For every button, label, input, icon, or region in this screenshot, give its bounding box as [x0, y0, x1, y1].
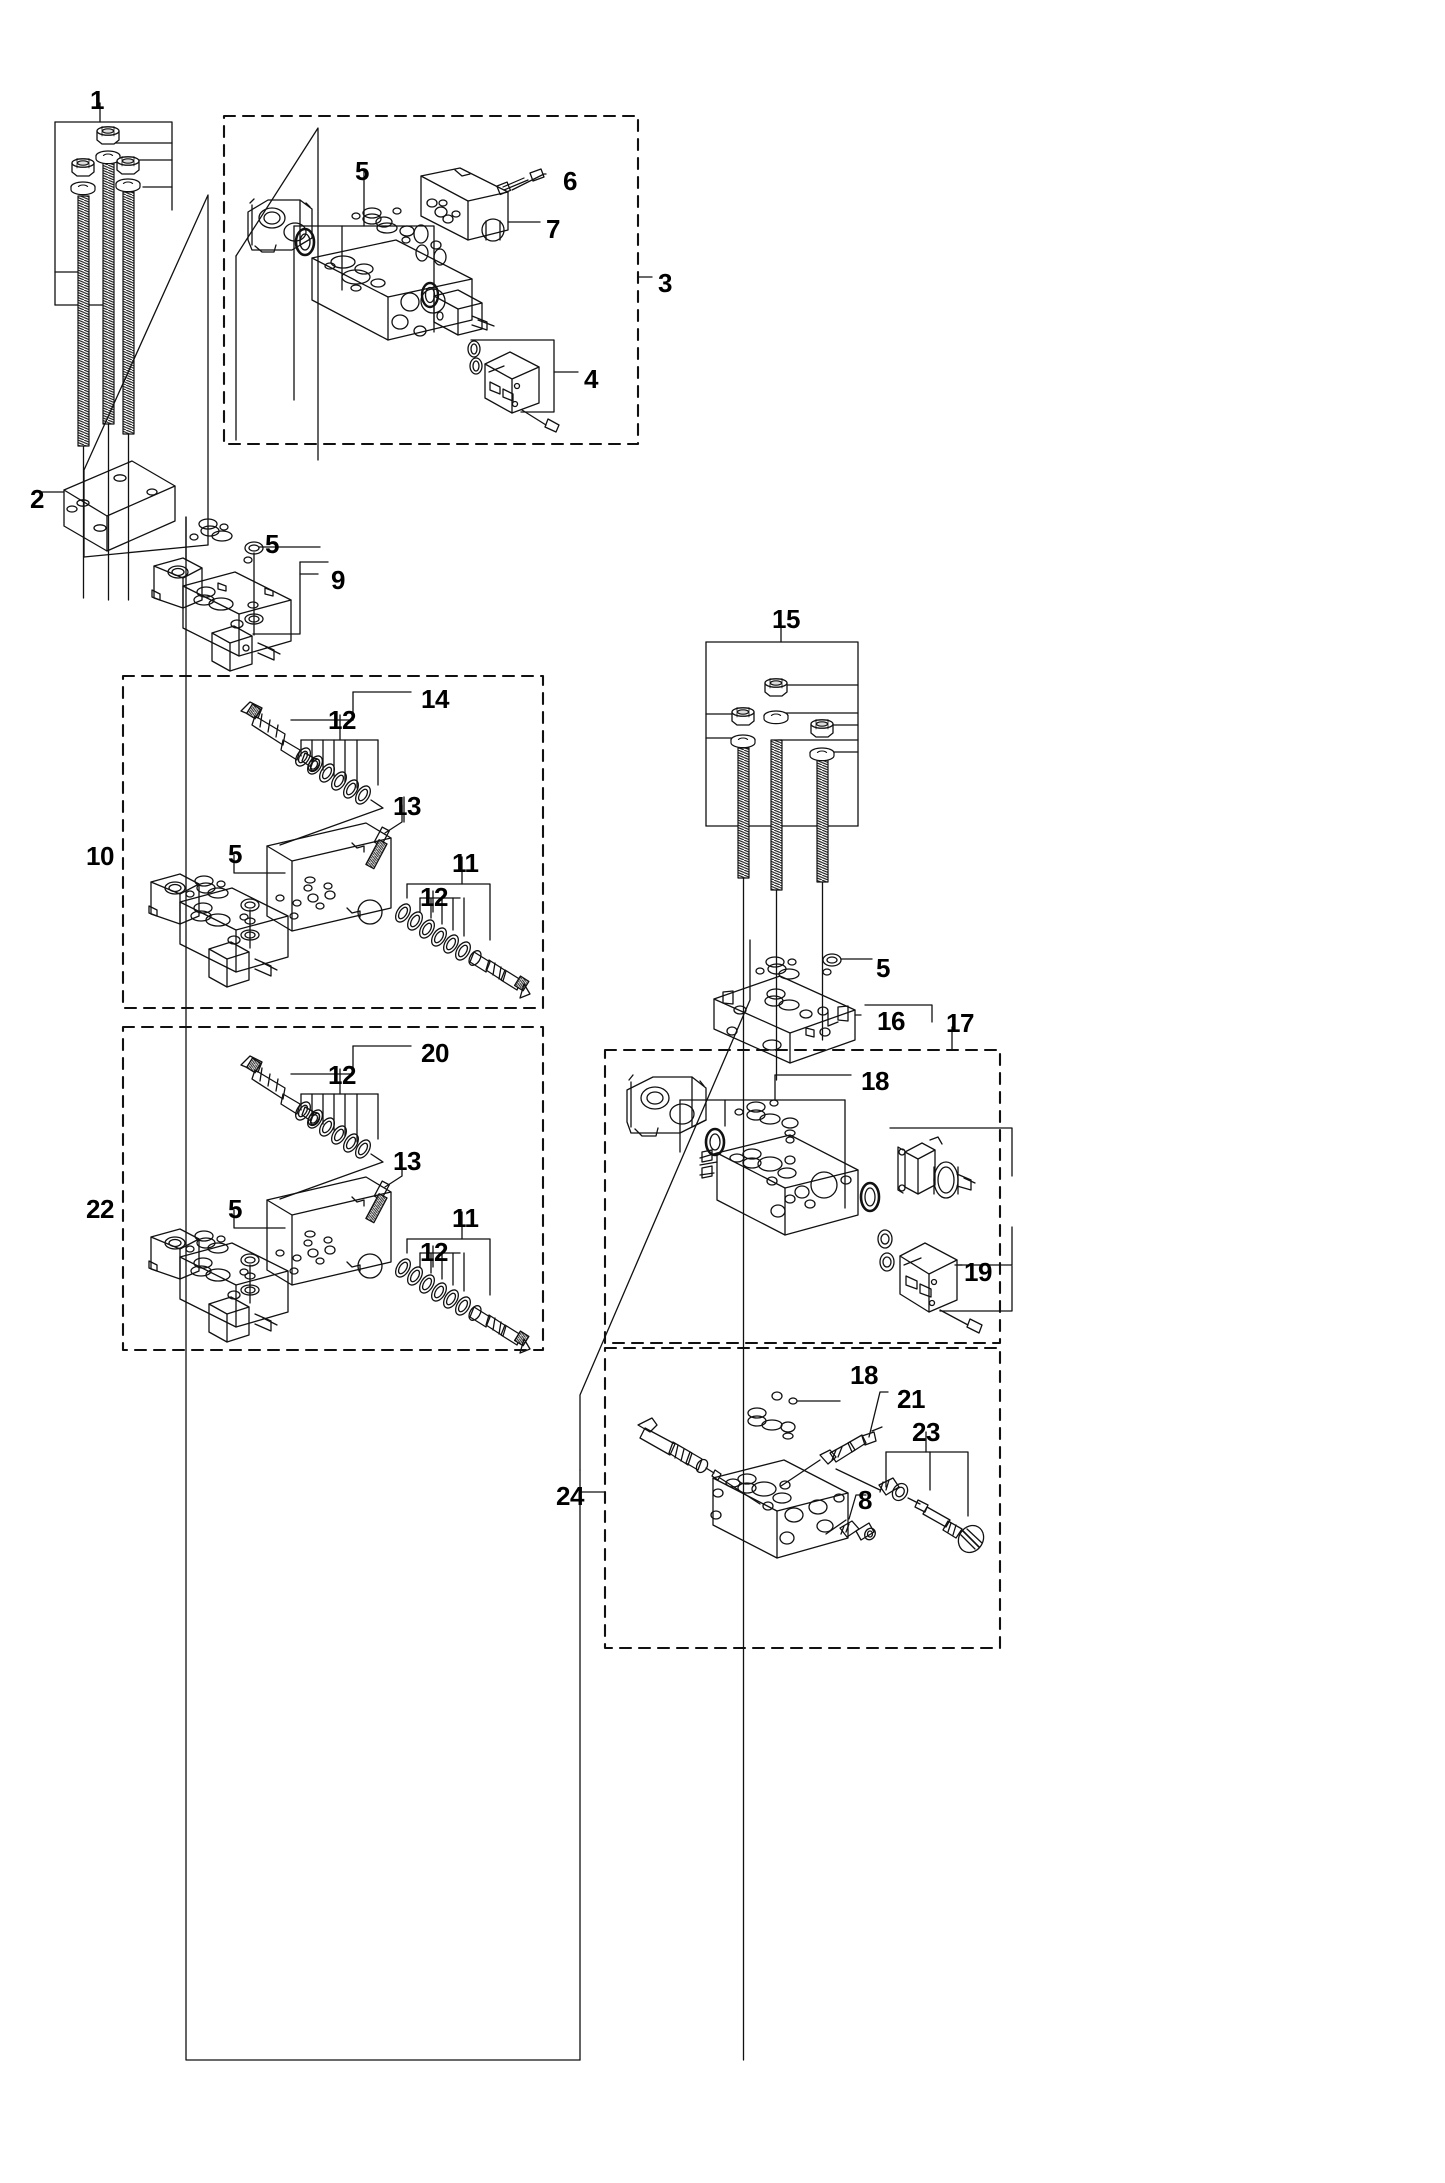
callout-5-d: 5 — [876, 953, 890, 983]
seal-ring-set-lower — [395, 903, 471, 961]
leader-6 — [511, 173, 547, 191]
callout-16: 16 — [877, 1006, 905, 1036]
inlet-valve-section — [151, 518, 329, 672]
seal-kit-17 — [734, 1099, 799, 1144]
actuator-17 — [897, 1136, 976, 1199]
callout-3: 3 — [658, 268, 672, 298]
callout-5-b: 5 — [265, 529, 279, 559]
spool-cartridge-11b — [468, 1305, 531, 1354]
guide-right — [579, 939, 751, 1471]
mounting-base-block — [63, 460, 176, 552]
callout-5-e: 5 — [228, 1194, 242, 1224]
callout-22: 22 — [86, 1194, 114, 1224]
hex-bolt-13 — [365, 796, 405, 870]
bracket-bodyline-left — [83, 194, 209, 558]
callout-12-b: 12 — [420, 882, 448, 912]
solenoid-coil-19 — [877, 1229, 983, 1334]
mid-valve-block — [433, 289, 495, 336]
callout-11-b: 11 — [452, 1203, 479, 1233]
stud-long-15 — [763, 678, 789, 1081]
relief-cartridge-21 — [780, 1426, 883, 1487]
seal-ring-set-upper — [295, 747, 371, 805]
seal-kit-group-3 — [351, 207, 447, 266]
group-3-contents — [235, 127, 653, 461]
end-cover-block — [713, 953, 933, 1064]
callout-11-a: 11 — [452, 848, 479, 878]
seal-ring-set-lower-b — [395, 1258, 471, 1316]
port-flange-17 — [626, 1074, 707, 1137]
aux-body-24 — [710, 1459, 849, 1559]
group-17-contents — [626, 1026, 1013, 1334]
seal-kit-group-22 — [185, 1230, 260, 1276]
stud-left-15 — [730, 707, 756, 2061]
callout-9: 9 — [331, 565, 345, 595]
callout-24: 24 — [556, 1481, 584, 1511]
plug-fitting-8 — [825, 1519, 876, 1541]
port-flange-left — [247, 198, 313, 253]
socket-head-screw-6 — [496, 168, 545, 196]
callout-19: 19 — [964, 1257, 992, 1287]
callout-2: 2 — [30, 484, 44, 514]
hex-bolt-13b — [365, 1180, 390, 1224]
callout-5-c: 5 — [228, 839, 242, 869]
callout-7: 7 — [546, 214, 560, 244]
seal-kit-24 — [747, 1391, 798, 1440]
group-24-contents — [579, 1391, 985, 1559]
cartridge-solenoid-24 — [637, 1417, 722, 1481]
main-valve-body — [311, 239, 473, 341]
callout-13-a: 13 — [393, 791, 421, 821]
callout-20: 20 — [421, 1038, 449, 1068]
adjuster-screw-kit-23 — [835, 1468, 985, 1554]
work-body-lower-22 — [148, 1228, 336, 1343]
callout-12-d: 12 — [420, 1237, 448, 1267]
callout-14: 14 — [421, 684, 449, 714]
callout-8: 8 — [858, 1485, 872, 1515]
callout-18-a: 18 — [861, 1066, 889, 1096]
outlet-body-17 — [699, 1134, 859, 1236]
spool-cartridge-14 — [240, 701, 321, 773]
relief-valve-block — [420, 167, 525, 242]
callout-6: 6 — [563, 166, 577, 196]
stud-right — [115, 156, 141, 601]
callout-23: 23 — [912, 1417, 940, 1447]
group-22-contents — [148, 1045, 531, 1354]
dashed-group-boxes — [121, 114, 1002, 1650]
spool-cartridge-11 — [468, 950, 531, 999]
callout-17: 17 — [946, 1008, 974, 1038]
seal-ring-set-upper-b — [295, 1101, 371, 1159]
callout-21: 21 — [897, 1384, 925, 1414]
callout-10: 10 — [86, 841, 114, 871]
sheet-outline-main — [185, 516, 581, 2061]
inlet-body — [151, 557, 292, 672]
callout-15: 15 — [772, 604, 800, 634]
callout-4: 4 — [584, 364, 598, 394]
stud-long — [95, 126, 121, 601]
callout-18-b: 18 — [850, 1360, 878, 1390]
callout-12-c: 12 — [328, 1060, 356, 1090]
work-body-10 — [266, 822, 392, 932]
group-10-contents — [148, 691, 531, 999]
callout-5-a: 5 — [355, 156, 369, 186]
callout-13-b: 13 — [393, 1146, 421, 1176]
work-body-22 — [266, 1176, 392, 1286]
work-body-lower-10 — [148, 873, 336, 988]
callout-12-a: 12 — [328, 705, 356, 735]
callout-1: 1 — [90, 85, 104, 115]
solenoid-coil-assembly — [467, 340, 560, 433]
stud-right-15 — [809, 719, 835, 1041]
